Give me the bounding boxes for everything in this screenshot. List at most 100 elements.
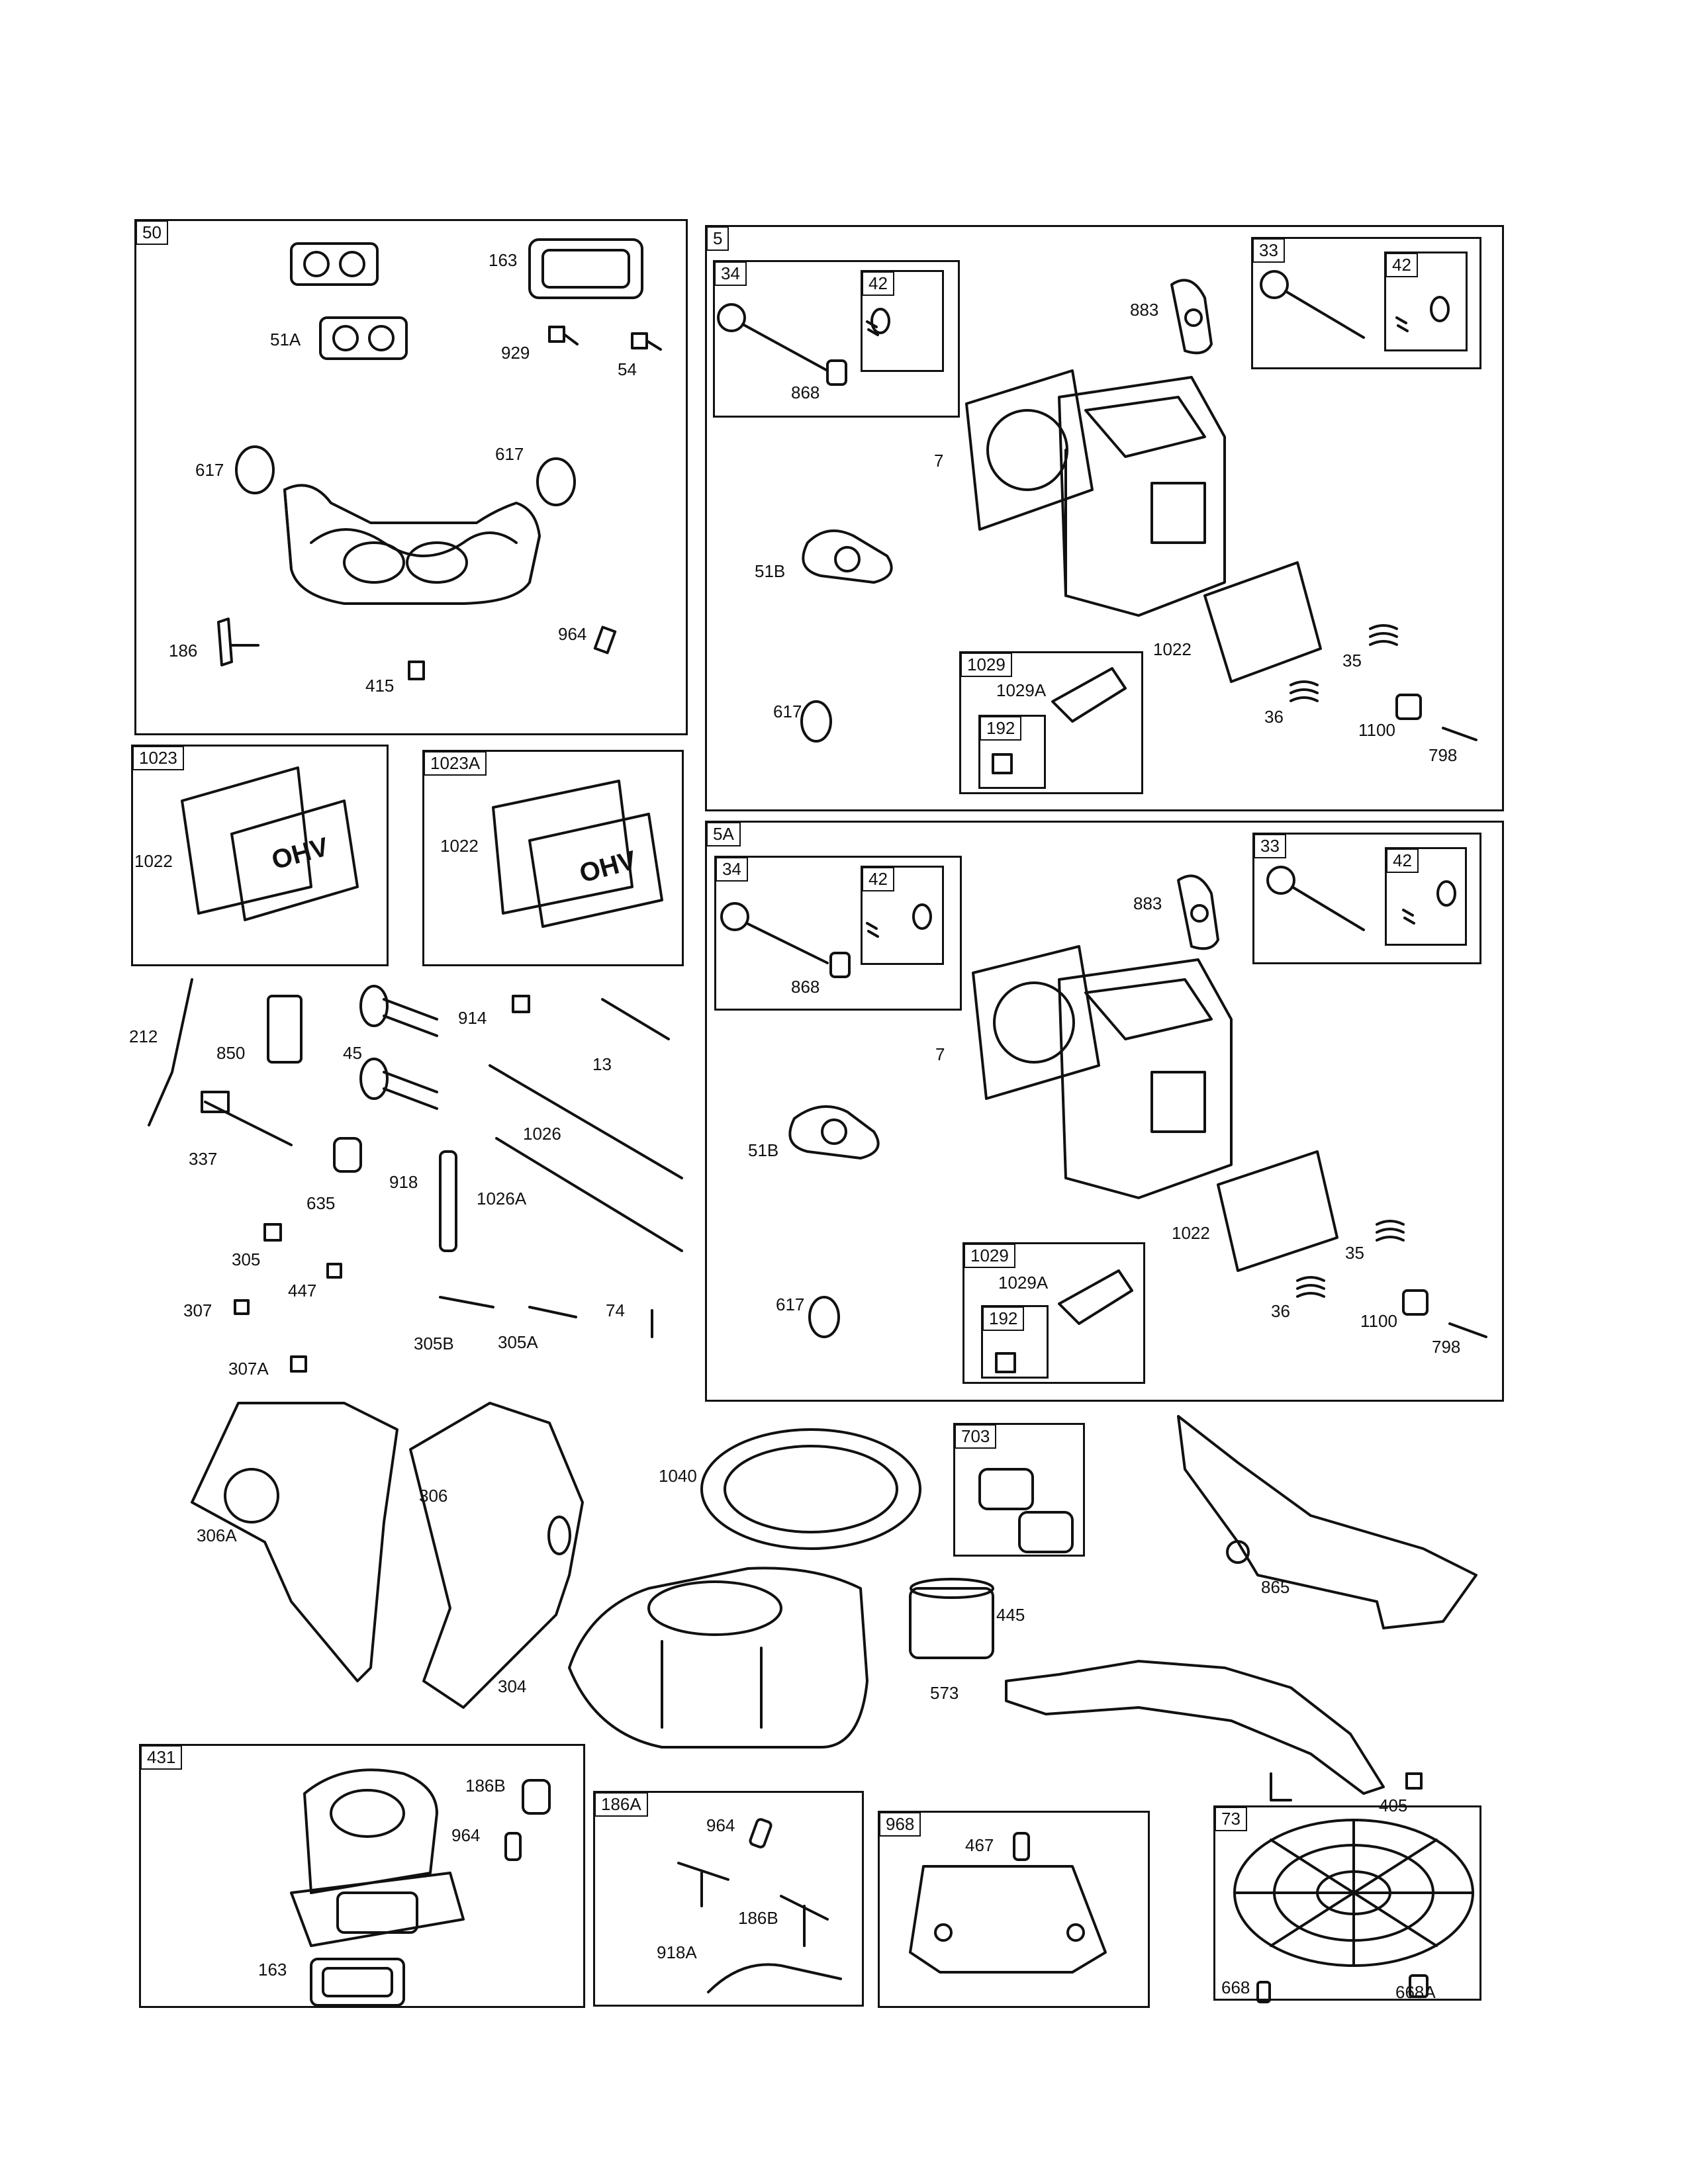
bolt-798-b (1448, 1322, 1487, 1338)
label-7-box5: 7 (934, 451, 944, 471)
o-ring-617-box5 (800, 700, 832, 743)
label-798-box5a: 798 (1432, 1337, 1461, 1357)
label-617-box5a: 617 (776, 1295, 805, 1314)
group-box-186a (593, 1791, 864, 2007)
box-tag-1023: 1023 (132, 746, 184, 770)
box-tag-42b: 42 (1385, 253, 1418, 277)
label-635: 635 (306, 1193, 336, 1213)
group-box-73 (1213, 1805, 1481, 2001)
pin-964-box186a (749, 1818, 773, 1848)
label-163-box431: 163 (258, 1960, 287, 1979)
label-964-box431: 964 (451, 1825, 481, 1845)
label-1100-box5: 1100 (1358, 720, 1395, 740)
label-307a: 307A (228, 1359, 269, 1379)
intake-manifold (283, 484, 541, 605)
valve-cover-1023 (181, 766, 359, 921)
o-ring-617-box5a (808, 1296, 840, 1338)
cylinder-head-b (1058, 958, 1233, 1199)
spark-plug-337 (201, 1091, 293, 1146)
gasket-163 (528, 238, 643, 299)
label-447: 447 (288, 1281, 317, 1300)
cover-gasket-1022 (1203, 561, 1322, 683)
label-305a: 305A (498, 1332, 538, 1352)
cover-968 (909, 1865, 1107, 1974)
valve-34 (717, 303, 829, 372)
group-box-42d (1385, 847, 1467, 946)
label-445: 445 (996, 1605, 1025, 1625)
guide-1100-b (1402, 1289, 1429, 1316)
clip-703 (1018, 1511, 1074, 1553)
spring-36-b (1296, 1276, 1325, 1298)
box-tag-5a: 5A (706, 822, 741, 846)
fitting-186b-right (780, 1895, 829, 1947)
o-ring-617-left (235, 445, 275, 494)
cylinder-head (1058, 376, 1226, 617)
box-tag-42a: 42 (862, 271, 894, 296)
label-186b-box186a: 186B (738, 1908, 778, 1928)
bolt-305b (439, 1296, 494, 1308)
box-tag-42d: 42 (1386, 848, 1419, 873)
label-918a: 918A (657, 1942, 697, 1962)
seal-868-b (829, 952, 851, 978)
label-617-box5: 617 (773, 702, 802, 721)
label-617-right: 617 (495, 444, 524, 464)
label-306: 306 (419, 1486, 448, 1506)
group-box-42b (1384, 251, 1468, 351)
bolt-13 (601, 998, 670, 1040)
box-tag-192b: 192 (982, 1306, 1025, 1331)
label-883-box5: 883 (1130, 300, 1159, 320)
screw-447 (326, 1263, 342, 1279)
label-54: 54 (618, 359, 637, 379)
box-tag-1023a: 1023A (424, 751, 487, 776)
box-tag-1029b: 1029 (964, 1244, 1015, 1268)
box-tag-42c: 42 (862, 867, 894, 891)
keepers-42-c (866, 922, 879, 938)
box-tag-431: 431 (140, 1745, 183, 1770)
label-883-box5a: 883 (1133, 893, 1162, 913)
pin-964 (504, 1832, 522, 1861)
group-box-42a (861, 270, 944, 372)
bolt-305a (528, 1306, 577, 1318)
gasket-883-b (1177, 874, 1219, 950)
valve-33 (1260, 270, 1365, 339)
label-13: 13 (592, 1054, 612, 1074)
label-617-left: 617 (195, 460, 224, 480)
box-tag-50: 50 (136, 220, 168, 245)
group-box-1023 (131, 745, 389, 966)
label-186: 186 (169, 641, 198, 660)
retainer-42-c (912, 903, 932, 930)
label-36-box5: 36 (1264, 707, 1284, 727)
retainer-42 (870, 308, 890, 334)
link-212 (148, 978, 193, 1126)
group-box-42c (861, 866, 944, 965)
label-1026a: 1026A (477, 1189, 527, 1208)
retainer-42-b (1430, 296, 1450, 322)
group-box-33b (1252, 833, 1481, 964)
group-box-1029b (962, 1242, 1145, 1384)
box-tag-703: 703 (955, 1424, 997, 1449)
label-467: 467 (965, 1835, 994, 1855)
label-1022-box5: 1022 (1153, 639, 1192, 659)
label-850: 850 (216, 1043, 246, 1063)
keepers-42-d (1402, 909, 1415, 925)
hose-918a (707, 1963, 842, 1993)
breather-45b (359, 1058, 438, 1110)
label-304: 304 (498, 1676, 527, 1696)
label-964-box50: 964 (558, 624, 587, 644)
label-1100-box5a: 1100 (1360, 1311, 1397, 1331)
screw-305 (263, 1223, 282, 1242)
label-35-box5a: 35 (1345, 1243, 1364, 1263)
label-1022-box1023a: 1022 (440, 836, 479, 856)
rocker-1029a (1051, 667, 1127, 723)
fitting-186 (217, 617, 259, 666)
box-tag-73: 73 (1215, 1807, 1247, 1831)
group-box-968 (878, 1811, 1150, 2008)
label-918: 918 (389, 1172, 418, 1192)
label-305: 305 (232, 1250, 261, 1269)
keepers-42-b (1395, 316, 1409, 332)
shroud-306a (191, 1402, 399, 1682)
label-573: 573 (930, 1683, 959, 1703)
label-405: 405 (1379, 1796, 1408, 1815)
plug-415 (408, 660, 425, 680)
label-337: 337 (189, 1149, 218, 1169)
